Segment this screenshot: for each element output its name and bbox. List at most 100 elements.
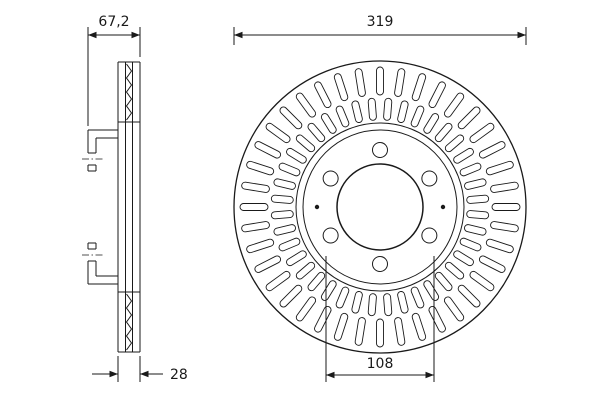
vent-slot [314,305,332,333]
vent-vane-zigzag-top [125,63,133,121]
vent-slot [241,221,270,233]
dimension-annotations: 319 67,2 28 108 [87,14,527,383]
bolt-hole-centerlines [82,158,104,256]
vent-slot [295,261,316,280]
vent-slot [376,318,384,348]
vent-slot [354,68,366,97]
vent-slot [478,141,506,159]
vent-slot [457,284,481,308]
vent-slot [443,296,465,322]
vent-slot [286,250,307,267]
vent-slot [459,162,482,177]
vent-slot [453,147,474,164]
vent-slot [485,160,514,176]
vent-slot [469,122,495,144]
vent-slot [279,284,303,308]
vent-slot [333,73,349,102]
vent-slot [457,106,481,130]
vent-slot [411,312,427,341]
vent-slot [434,122,453,143]
vent-slot [367,293,377,317]
hub-outer-edge [302,129,458,285]
vent-slot [443,92,465,118]
vent-slot [351,291,363,314]
vent-slot [397,100,409,123]
vent-slot [423,280,440,301]
side-view-cross-section [82,61,141,353]
vent-slot [265,122,291,144]
vent-slot [273,178,296,190]
locating-dot [440,204,446,210]
vent-slot [279,106,303,130]
vent-slot [469,270,495,292]
vent-slot [333,312,349,341]
vent-slot [270,194,294,204]
vent-slot [383,97,393,121]
vent-slot [335,286,350,309]
bolt-hole [421,227,438,244]
vent-slot [335,105,350,128]
disc-outer-edge [233,60,527,354]
bolt-hole [372,256,388,272]
locating-dot [314,204,320,210]
vent-slot [265,270,291,292]
vent-slot [295,92,317,118]
center-bore [336,163,424,251]
vent-slot [254,255,282,273]
vent-slot [295,296,317,322]
dim-overall-width-extensions [87,27,141,126]
vent-slot [464,178,487,190]
vent-slot [428,81,446,109]
vent-slot [320,280,337,301]
vent-slot [320,113,337,134]
dim-label-overall-width: 67,2 [98,14,129,30]
vent-slot [246,160,275,176]
bolt-hole [322,170,339,187]
vent-slot [434,271,453,292]
vent-slot [485,238,514,254]
front-view [233,60,527,354]
vent-slot [246,238,275,254]
vent-slot [444,261,465,280]
vent-slot [410,286,425,309]
dim-label-outer-diameter: 319 [367,14,394,30]
bolt-hole [421,170,438,187]
vent-slot [410,105,425,128]
vent-slot [394,68,406,97]
vent-slot [254,141,282,159]
vent-slot [478,255,506,273]
vent-slot [278,162,301,177]
vent-slot [241,181,270,193]
vent-vane-zigzag-bottom [125,293,133,351]
vent-slot [411,73,427,102]
vent-slot [273,224,296,236]
vent-slot [351,100,363,123]
bolt-hole [322,227,339,244]
vent-slot [490,221,519,233]
vent-slot [444,134,465,153]
vent-slot [453,250,474,267]
friction-ring-outline [117,61,141,353]
vent-slot [466,194,490,204]
dim-label-pitch-circle: 108 [367,356,394,372]
vent-slot [354,317,366,346]
vent-slot [459,237,482,252]
vent-slot [383,293,393,317]
vent-slot [394,317,406,346]
dim-label-thickness: 28 [170,367,188,383]
vent-slot [491,203,521,211]
vent-slot [376,66,384,96]
vent-slot [464,224,487,236]
vent-slot [367,97,377,121]
vent-slot [307,122,326,143]
vent-slot [490,181,519,193]
vent-slot [307,271,326,292]
vent-slot [466,210,490,220]
vent-slot [286,147,307,164]
friction-surface-inner-edge [295,122,465,292]
vent-slot [295,134,316,153]
dim-thickness-extensions [117,356,141,382]
dim-pitch-circle-extensions [325,256,435,382]
